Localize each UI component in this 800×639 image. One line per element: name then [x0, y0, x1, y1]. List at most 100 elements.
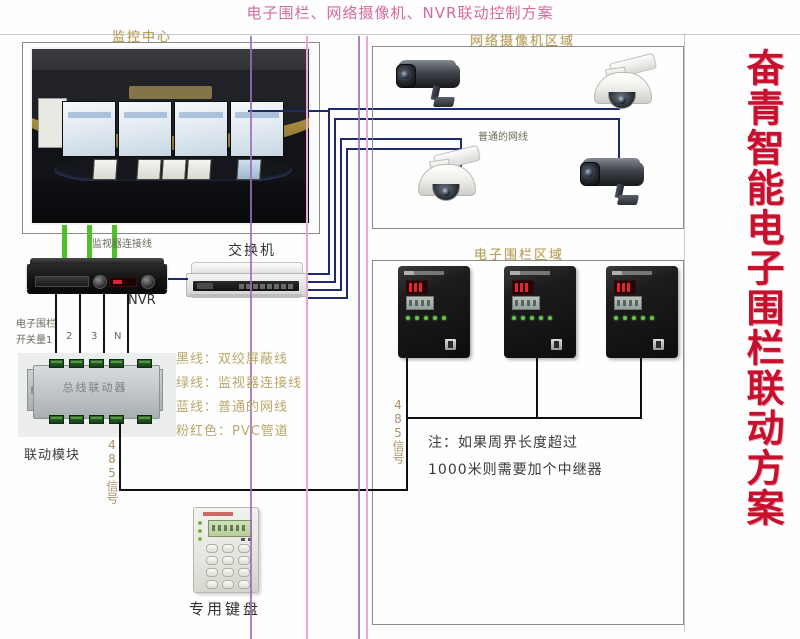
fence-host-led-display [406, 280, 428, 295]
wire-monitor-green [112, 225, 117, 263]
cable-color-legend: 黑线：双绞屏蔽线 绿线：监视器连接线 蓝线：普通的网线 粉红色：PVC管道 [176, 348, 302, 444]
fence-host-body [606, 266, 678, 358]
terminal-block [49, 359, 64, 368]
lock-icon [551, 339, 562, 350]
wire-net-riser [346, 148, 348, 299]
fence-host-status-leds [406, 316, 446, 320]
nvr-power-knob [141, 275, 155, 289]
switch-port-row [239, 283, 293, 289]
fence-host-2 [504, 266, 576, 358]
wire-net-drop [618, 118, 620, 178]
dome-camera-2 [416, 144, 484, 206]
fence-host-led-display [614, 280, 636, 295]
desk-monitor [92, 158, 118, 180]
wire-net-trunk [306, 297, 348, 299]
zone-box-monitoring-center [22, 42, 320, 234]
terminal-block [89, 359, 104, 368]
wire-rs485-bus [406, 417, 642, 419]
switch-brand [197, 283, 213, 289]
switch-top-cover [191, 262, 303, 275]
video-wall [62, 101, 285, 157]
camera-lens-icon [580, 162, 600, 186]
control-room-photo [30, 47, 311, 225]
keypad-key-grid[interactable] [206, 544, 250, 589]
nvr-device [27, 258, 167, 296]
wire-monitor-green [87, 225, 92, 263]
terminal-row-bottom [49, 415, 152, 424]
video-wall-screen [62, 101, 117, 157]
zone-title-monitoring-center: 监控中心 [112, 30, 173, 45]
wire-net-trunk [306, 289, 342, 291]
label-fence-port-2: 2 [66, 331, 73, 342]
wire-nvr-to-switch [168, 278, 188, 280]
page-title: 电子围栏、网络摄像机、NVR联动控制方案 [246, 4, 554, 22]
dedicated-keypad-device [193, 507, 259, 593]
wire-rs485-left [119, 422, 121, 490]
wire-alarm-black [79, 294, 81, 360]
lock-icon [653, 339, 664, 350]
fence-host-brand [510, 271, 550, 275]
label-fence-port-3: 3 [91, 331, 98, 342]
wire-alarm-black [127, 294, 129, 360]
label-switch: 交换机 [228, 243, 276, 259]
keypad-body [193, 507, 259, 593]
wall-logo [128, 85, 213, 100]
terminal-block [137, 415, 152, 424]
legend-item: 粉红色：PVC管道 [176, 424, 289, 440]
fence-host-lcd [512, 296, 540, 310]
wire-alarm-black [55, 294, 57, 360]
label-keypad: 专用键盘 [189, 600, 262, 618]
label-fence-switch-2: 开关量1 [16, 335, 53, 346]
wire-net-riser [340, 138, 342, 291]
nvr-drive-tray [35, 276, 89, 287]
keypad-status-leds [198, 521, 202, 545]
fence-host-brand [612, 271, 652, 275]
label-fence-port-n: N [114, 331, 122, 342]
legend-item: 绿线：监视器连接线 [176, 376, 303, 392]
dome-lens-icon [608, 92, 636, 109]
wire-rs485-bus [406, 358, 408, 490]
bullet-camera-2 [580, 156, 652, 208]
bus-linkage-body [33, 365, 160, 419]
wire-net-branch [248, 110, 330, 112]
camera-lens-icon [396, 64, 416, 88]
bus-linkage-controller-device: 总线联动器 [18, 353, 176, 437]
wire-monitor-green [62, 225, 67, 263]
wire-alarm-black [103, 294, 105, 360]
switch-body [186, 273, 308, 297]
note-line: 1000米则需要加个中继器 [428, 461, 603, 478]
conduit-pvc-purple [358, 36, 360, 639]
terminal-block [69, 359, 84, 368]
fence-host-status-leds [512, 316, 552, 320]
bullet-camera-1 [396, 58, 468, 110]
lock-icon [445, 339, 456, 350]
label-fence-switch-1: 电子围栏 [16, 319, 56, 330]
terminal-block [109, 359, 124, 368]
label-normal-network-cable: 普通的网线 [478, 132, 528, 143]
wire-rs485-bus [536, 358, 538, 418]
keypad-lcd-screen [208, 520, 252, 537]
divider-top [0, 34, 800, 35]
side-wall-board [37, 97, 68, 149]
wire-rs485-bus [640, 358, 642, 418]
nvr-body [27, 264, 167, 290]
wire-net-branch [340, 138, 462, 140]
label-bus-linkage: 总线联动器 [62, 381, 128, 394]
zone-title-fence-area: 电子围栏区域 [474, 248, 565, 263]
zone-box-camera-area [372, 46, 684, 229]
video-wall-screen [118, 101, 173, 157]
fence-host-lcd [614, 296, 642, 310]
desk-monitor [186, 158, 213, 180]
nvr-display [109, 277, 137, 287]
terminal-block [109, 415, 124, 424]
fence-host-brand [404, 271, 444, 275]
wire-rs485-bus [228, 489, 408, 491]
nvr-jog-knob [93, 275, 107, 289]
conduit-pvc-pink [366, 36, 368, 639]
fence-host-3 [606, 266, 678, 358]
wire-net-branch [346, 148, 462, 150]
zone-box-fence-area [372, 260, 684, 625]
fence-host-body [504, 266, 576, 358]
terminal-block [89, 415, 104, 424]
wire-net-branch [328, 108, 620, 110]
